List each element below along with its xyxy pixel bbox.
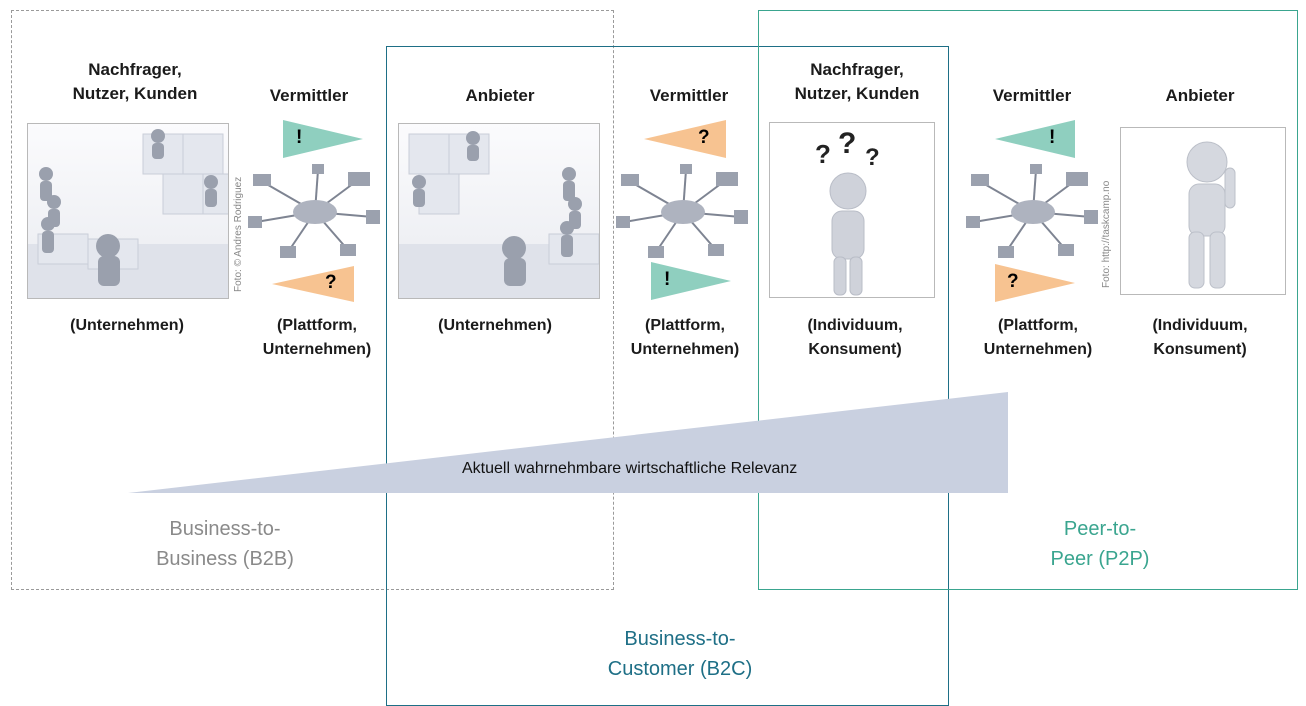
header-c1: Nachfrager, Nutzer, Kunden [40, 58, 230, 106]
header-c1-line1: Nachfrager, [88, 60, 182, 79]
header-c3: Anbieter [420, 84, 580, 108]
b2b-frame [11, 10, 614, 590]
p2p-frame [758, 10, 1298, 590]
caption-c3-line1: (Unternehmen) [438, 317, 552, 334]
caption-c7: (Individuum, Konsument) [1120, 314, 1280, 362]
p2p-label-line1: Peer-to- [1063, 518, 1137, 540]
header-c6: Vermittler [967, 84, 1097, 108]
question-flag-right-3: ? [995, 264, 1075, 302]
exclaim-flag-right-1: ! [283, 120, 363, 158]
thinking-person-image: ? ? ? [769, 122, 935, 298]
question-mark: ? [1007, 271, 1019, 292]
caption-c7-line1: (Individuum, [1152, 317, 1248, 334]
exclaim-mark: ! [1049, 127, 1056, 148]
b2c-label-line2: Customer (B2C) [607, 658, 753, 680]
p2p-label-line2: Peer (P2P) [1050, 548, 1150, 570]
network-illustration-3 [966, 164, 1098, 258]
network-illustration-2 [616, 164, 748, 258]
caption-c2-line2: Unternehmen) [262, 341, 372, 358]
caption-c2-line1: (Plattform, [277, 317, 357, 334]
header-c5-line2: Nutzer, Kunden [794, 84, 920, 103]
caption-c2: (Plattform, Unternehmen) [242, 314, 392, 362]
caption-c6: (Plattform, Unternehmen) [963, 314, 1113, 362]
header-c4: Vermittler [624, 84, 754, 108]
svg-text:?: ? [865, 144, 880, 171]
caption-c5-line2: Konsument) [808, 341, 902, 358]
b2b-label-line2: Business (B2B) [156, 548, 294, 570]
question-mark: ? [698, 127, 710, 148]
network-illustration-1 [248, 164, 380, 258]
relevance-label: Aktuell wahrnehmbare wirtschaftliche Rel… [462, 460, 798, 477]
header-c7: Anbieter [1130, 84, 1270, 108]
caption-c3: (Unternehmen) [400, 314, 590, 338]
caption-c4-line1: (Plattform, [645, 317, 725, 334]
standing-person-image [1120, 127, 1286, 295]
caption-c6-line2: Unternehmen) [983, 341, 1093, 358]
puzzle-people-image-mid [398, 123, 600, 299]
b2b-label-line1: Business-to- [169, 518, 281, 540]
exclaim-flag-right-2: ! [651, 262, 731, 300]
p2p-label: Peer-to- Peer (P2P) [1000, 514, 1200, 574]
question-flag-left-1: ? [272, 266, 354, 302]
question-flag-left-2: ? [644, 120, 726, 158]
header-c5: Nachfrager, Nutzer, Kunden [762, 58, 952, 106]
b2c-label-line1: Business-to- [624, 628, 736, 650]
caption-c4: (Plattform, Unternehmen) [610, 314, 760, 362]
caption-c6-line1: (Plattform, [998, 317, 1078, 334]
exclaim-mark: ! [664, 269, 671, 290]
caption-c4-line2: Unternehmen) [630, 341, 740, 358]
puzzle-people-image-left [27, 123, 229, 299]
caption-c1: (Unternehmen) [32, 314, 222, 338]
caption-c1-line1: (Unternehmen) [70, 317, 184, 334]
caption-c7-line2: Konsument) [1153, 341, 1247, 358]
header-c2-line1: Vermittler [269, 86, 349, 105]
header-c7-line1: Anbieter [1165, 86, 1235, 105]
header-c5-line1: Nachfrager, [810, 60, 904, 79]
b2c-label: Business-to- Customer (B2C) [560, 624, 800, 684]
exclaim-mark: ! [296, 127, 303, 148]
header-c1-line2: Nutzer, Kunden [72, 84, 198, 103]
caption-c5-line1: (Individuum, [807, 317, 903, 334]
header-c4-line1: Vermittler [649, 86, 729, 105]
svg-text:?: ? [838, 127, 856, 160]
question-mark: ? [325, 272, 337, 293]
header-c3-line1: Anbieter [465, 86, 535, 105]
header-c6-line1: Vermittler [992, 86, 1072, 105]
svg-text:?: ? [815, 139, 831, 169]
exclaim-flag-left-3: ! [995, 120, 1075, 158]
header-c2: Vermittler [244, 84, 374, 108]
caption-c5: (Individuum, Konsument) [775, 314, 935, 362]
b2b-label: Business-to- Business (B2B) [110, 514, 340, 574]
